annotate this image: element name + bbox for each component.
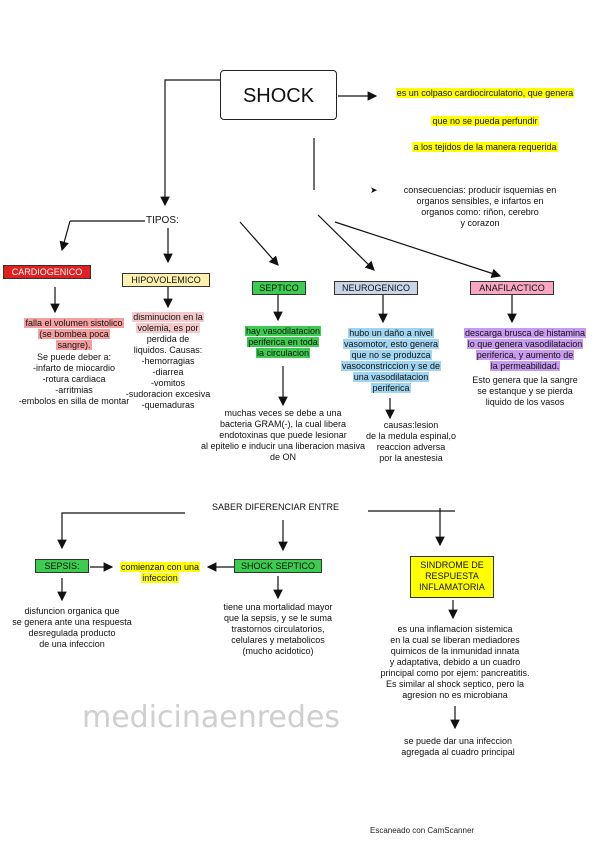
sindrome-desc: es una inflamacion sistemica en la cual …	[380, 624, 530, 700]
watermark: medicinaenredes	[82, 700, 341, 735]
neurogenico-desc: hubo un daño a nivel vasomotor, esto gen…	[340, 328, 442, 393]
shock-title: SHOCK	[242, 85, 315, 107]
type-hipovolemico: HIPOVOLEMICO	[122, 273, 210, 287]
shock-septico-desc: tiene una mortalidad mayor que la sepsis…	[223, 602, 333, 656]
shock-septico-box: SHOCK SEPTICO	[234, 559, 322, 573]
sindrome-box: SINDROME DE RESPUESTA INFLAMATORIA	[410, 556, 494, 598]
type-neurogenico: NEUROGENICO	[334, 281, 418, 295]
type-anafilactico: ANAFILACTICO	[470, 281, 554, 295]
sindrome-extra: se puede dar una infeccion agregada al c…	[401, 736, 515, 757]
saber-diferenciar-label: SABER DIFERENCIAR ENTRE	[212, 502, 340, 512]
definition-line-3: a los tejidos de la manera requerida	[412, 142, 558, 152]
definition-line-2: que no se pueda perfundir	[431, 116, 539, 126]
cardiogenico-desc: falla el volumen sistolico (se bombea po…	[24, 318, 124, 350]
consequences-bullet-icon: ➤	[370, 185, 378, 195]
cardiogenico-causes: Se puede deber a: -infarto de miocardio …	[18, 352, 130, 406]
sepsis-side: comienzan con una infeccion	[119, 562, 201, 583]
shock-title-box: SHOCK	[220, 70, 337, 120]
hipovolemico-desc: disminucion en la volemia, es por perdid…	[125, 312, 211, 410]
definition-line-1: es un colpaso cardiocirculatorio, que ge…	[395, 88, 575, 98]
footer-scanner: Escaneado con CamScanner	[370, 826, 475, 835]
septico-extra: muchas veces se debe a una bacteria GRAM…	[200, 408, 366, 462]
sepsis-desc: disfuncion organica que se genera ante u…	[12, 606, 132, 649]
septico-desc: hay vasodilatacion periferica en toda la…	[244, 326, 322, 358]
sepsis-box: SEPSIS:	[35, 559, 89, 573]
anafilactico-desc: descarga brusca de histamina lo que gene…	[463, 328, 587, 371]
neurogenico-causes: causas:lesion de la medula espinal,o rea…	[365, 420, 457, 463]
type-cardiogenico: CARDIOGENICO	[3, 265, 91, 279]
type-septico: SEPTICO	[252, 281, 306, 295]
consequences-text: consecuencias: producir isquemias en org…	[403, 185, 557, 228]
anafilactico-extra: Esto genera que la sangre se estanque y …	[472, 375, 578, 407]
tipos-label: TIPOS:	[146, 215, 179, 226]
